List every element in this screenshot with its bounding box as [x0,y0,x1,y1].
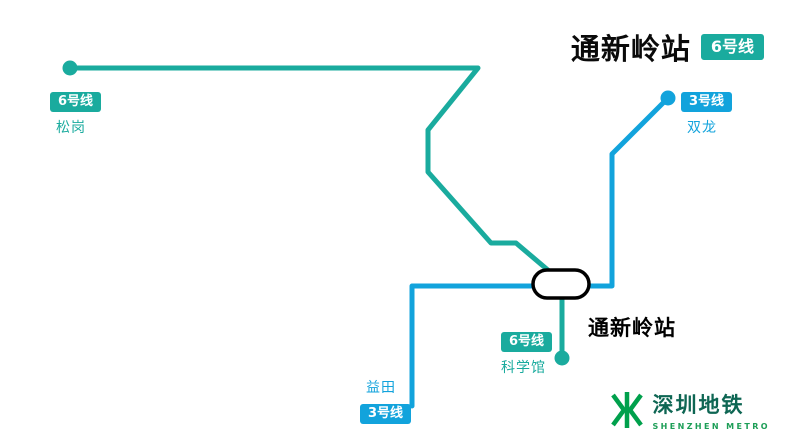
line3-badge: 3号线 [360,404,412,425]
header: 通新岭站 6号线 [571,26,764,68]
terminus-songgang: 6号线 松岗 [50,90,102,137]
terminus-yitian-label: 益田 [366,380,396,396]
terminus-shuanglong: 3号线 双龙 [681,90,733,137]
line3-route [409,95,671,409]
header-line6-badge: 6号线 [700,34,764,60]
terminus-songgang-label: 松岗 [56,120,86,137]
shenzhen-metro-icon [611,392,644,428]
line3-terminus-dot-shuanglong [660,90,676,106]
station-kexueguan-label: 科学馆 [501,360,546,377]
interchange-station-marker [531,268,591,300]
line6-badge: 6号线 [501,332,553,353]
station-name-label: 通新岭站 [588,316,676,340]
shenzhen-metro-logo: 深圳地铁 SHENZHEN METRO [611,389,770,431]
logo-text: 深圳地铁 SHENZHEN METRO [652,389,770,431]
line3-badge: 3号线 [681,92,733,113]
logo-name-en: SHENZHEN METRO [652,422,770,431]
line6-route [67,65,565,361]
logo-right-chevron [627,393,644,427]
page-title: 通新岭站 [570,32,691,66]
terminus-yitian: 益田 3号线 [360,377,412,425]
line6-terminus-dot-songgang [62,60,78,76]
line6-badge: 6号线 [50,92,102,113]
logo-left-chevron [611,393,628,427]
terminus-shuanglong-label: 双龙 [687,120,717,137]
line6-station-dot-kexueguan [554,350,570,366]
station-kexueguan: 6号线 科学馆 [501,330,553,377]
logo-name-cn: 深圳地铁 [652,393,745,417]
